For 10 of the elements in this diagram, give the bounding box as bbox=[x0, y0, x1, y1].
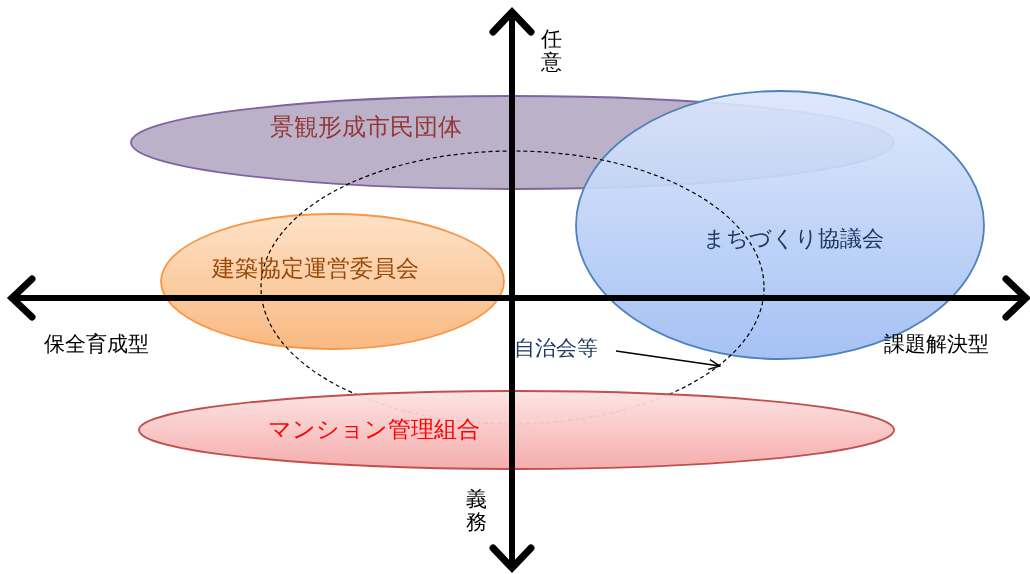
axis-label: 保全育成型 bbox=[44, 331, 149, 358]
callout-label: 自治会等 bbox=[514, 336, 598, 362]
region-label: 景観形成市民団体 bbox=[270, 113, 462, 142]
region-label: まちづくり協議会 bbox=[703, 226, 884, 253]
axis-label: 任意 bbox=[541, 28, 562, 75]
region-label: マンション管理組合 bbox=[268, 416, 480, 444]
axis-label: 課題解決型 bbox=[884, 331, 989, 358]
region-label: 建築協定運営委員会 bbox=[212, 255, 419, 283]
axis-label: 義務 bbox=[466, 488, 487, 535]
leader-arrow bbox=[615, 350, 721, 371]
